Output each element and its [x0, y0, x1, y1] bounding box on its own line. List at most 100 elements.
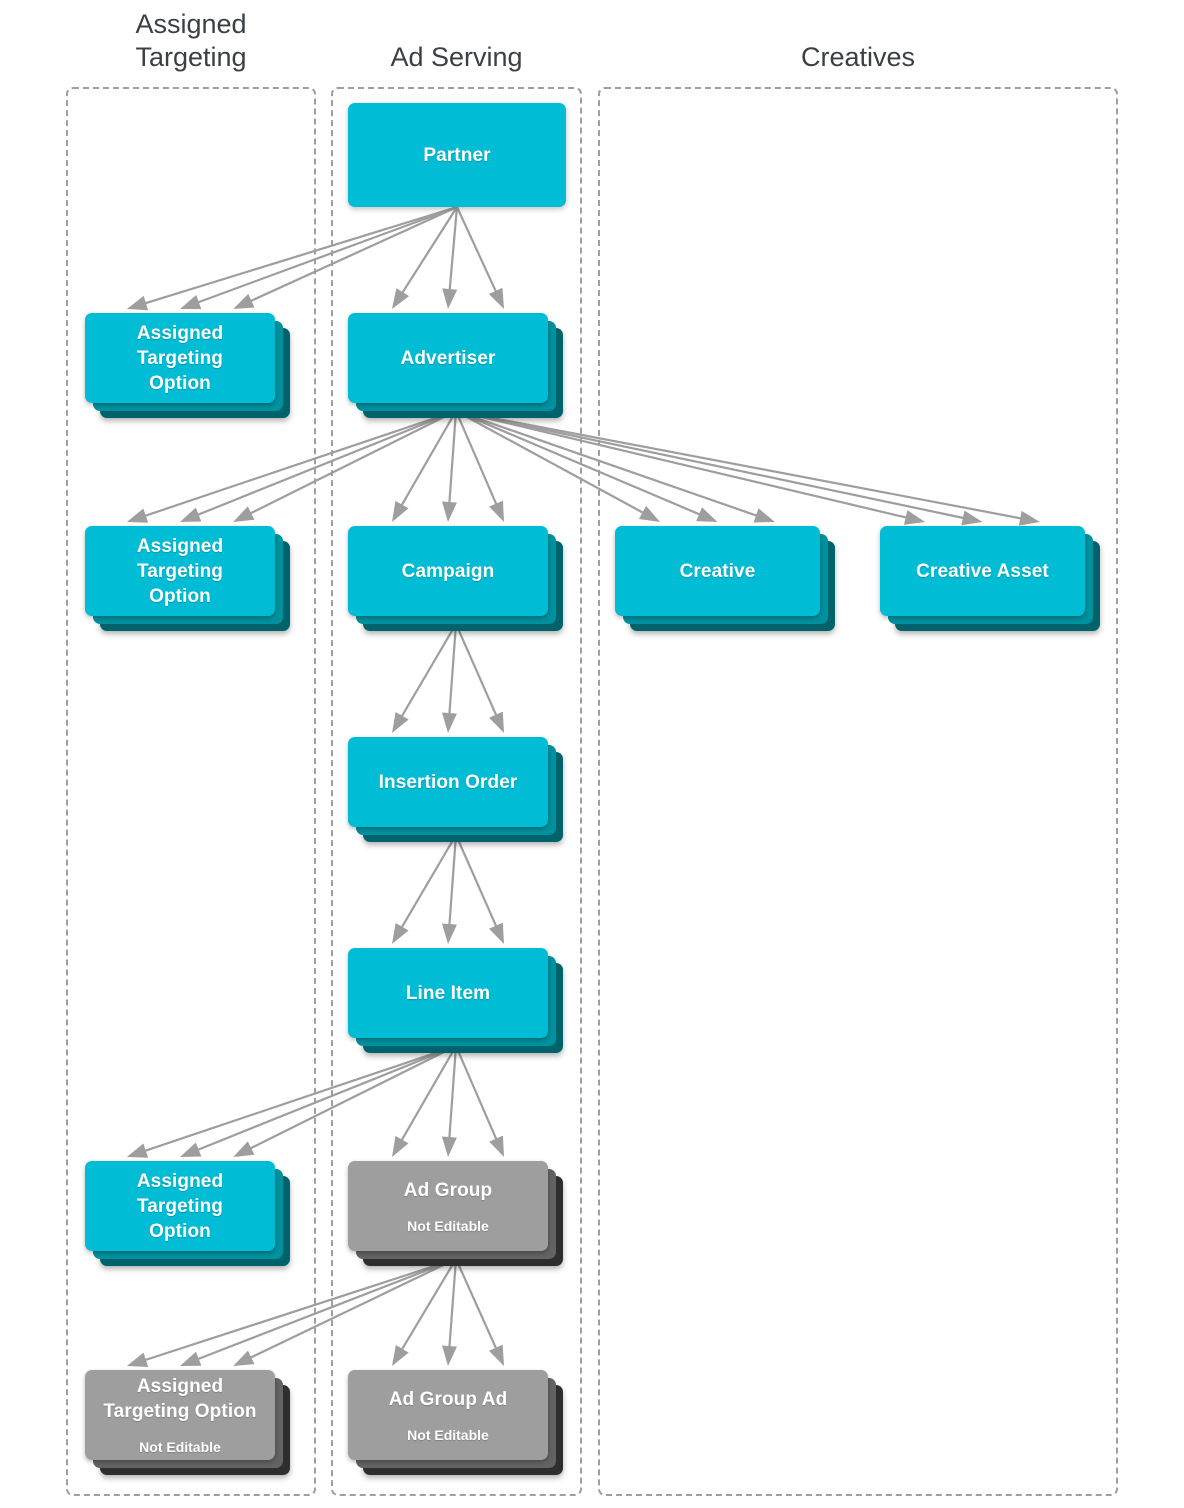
edge-line	[455, 409, 1024, 520]
edge-arrowhead-icon	[126, 1143, 149, 1158]
node-campaign[interactable]: Campaign	[348, 526, 563, 631]
edge-arrowhead-icon	[903, 510, 926, 525]
node-card-line-item[interactable]: Line Item	[348, 948, 548, 1038]
edge-line	[247, 410, 457, 516]
edge-line	[448, 1258, 458, 1350]
edge-line	[455, 409, 967, 520]
node-insertion-order[interactable]: Insertion Order	[348, 737, 563, 842]
edge-line-item-to-ad-group	[392, 1045, 504, 1157]
column-title-creatives: Creatives	[800, 42, 916, 72]
edge-line	[195, 409, 457, 517]
node-badge-not-editable-ato-adgroup: Not Editable	[139, 1439, 221, 1455]
edge-partner-to-ato-partner	[126, 205, 458, 311]
node-card-creative[interactable]: Creative	[615, 526, 820, 616]
edge-arrowhead-icon	[392, 1135, 409, 1157]
edge-line	[195, 1257, 457, 1361]
edge-line	[456, 206, 498, 295]
edge-arrowhead-icon	[392, 711, 409, 733]
node-card-partner[interactable]: Partner	[348, 103, 566, 207]
edge-campaign-to-insertion-order	[392, 623, 504, 733]
node-card-creative-asset[interactable]: Creative Asset	[880, 526, 1085, 616]
node-label-ad-group-ad: Ad Group Ad	[388, 1388, 508, 1410]
edge-line	[448, 206, 459, 293]
group-box-creatives	[598, 87, 1118, 1496]
node-ad-group-ad[interactable]: Ad Group Ad Not Editable	[348, 1370, 563, 1475]
node-label-ato-partner: Assigned Targeting Option	[136, 322, 224, 394]
node-badge-not-editable-ad-group-ad: Not Editable	[407, 1426, 489, 1443]
edge-arrowhead-icon	[441, 712, 457, 733]
edge-line	[399, 1045, 457, 1143]
edge-arrowhead-icon	[126, 295, 149, 311]
edge-insertion-order-to-line-item	[392, 834, 504, 944]
edge-line	[399, 1258, 457, 1352]
node-ato-advertiser[interactable]: Assigned Targeting Option	[85, 526, 290, 631]
node-label-ato-advertiser: Assigned Targeting Option	[136, 535, 224, 607]
edge-arrowhead-icon	[753, 508, 775, 523]
edge-line	[448, 410, 458, 506]
node-label-campaign: Campaign	[401, 560, 495, 582]
node-partner[interactable]: Partner	[348, 103, 566, 207]
node-ato-partner[interactable]: Assigned Targeting Option	[85, 313, 290, 418]
edge-arrowhead-icon	[638, 505, 661, 522]
edge-line-item-to-ato-lineitem	[126, 1044, 457, 1158]
edge-arrowhead-icon	[441, 923, 457, 944]
edge-arrowhead-icon	[180, 507, 202, 522]
node-card-ato-partner[interactable]: Assigned Targeting Option	[85, 313, 275, 403]
group-box-ad-serving	[331, 87, 582, 1496]
edge-line	[399, 410, 457, 508]
edge-arrowhead-icon	[233, 1141, 255, 1157]
edge-arrowhead-icon	[180, 1142, 202, 1157]
edge-line	[455, 409, 909, 520]
node-ato-lineitem[interactable]: Assigned Targeting Option	[85, 1161, 290, 1266]
node-card-insertion-order[interactable]: Insertion Order	[348, 737, 548, 827]
edge-line	[142, 205, 458, 306]
edge-line	[448, 1045, 458, 1141]
edge-line	[448, 834, 458, 928]
edge-line	[195, 1044, 457, 1152]
edge-arrowhead-icon	[233, 506, 255, 522]
edge-arrowhead-icon	[488, 287, 504, 309]
node-label-ad-group: Ad Group	[403, 1179, 493, 1201]
edge-arrowhead-icon	[489, 500, 504, 522]
edge-line	[142, 409, 457, 518]
edge-arrowhead-icon	[961, 510, 983, 526]
edge-arrowhead-icon	[441, 1136, 457, 1157]
edge-line	[399, 623, 457, 719]
node-card-advertiser[interactable]: Advertiser	[348, 313, 548, 403]
edge-line	[455, 410, 646, 515]
edge-line	[195, 205, 458, 305]
edge-line	[455, 409, 760, 518]
edge-arrowhead-icon	[489, 922, 504, 944]
edge-advertiser-to-creative	[455, 409, 775, 523]
node-card-ato-lineitem[interactable]: Assigned Targeting Option	[85, 1161, 275, 1251]
node-label-creative-asset: Creative Asset	[916, 560, 1049, 582]
edge-arrowhead-icon	[696, 507, 718, 522]
edge-advertiser-to-creative-asset	[455, 409, 1040, 526]
node-label-advertiser: Advertiser	[400, 347, 496, 369]
node-line-item[interactable]: Line Item	[348, 948, 563, 1053]
edge-partner-to-advertiser	[392, 206, 504, 309]
edge-ad-group-to-ad-group-ad	[392, 1258, 504, 1366]
edge-arrowhead-icon	[489, 1135, 504, 1157]
node-creative-asset[interactable]: Creative Asset	[880, 526, 1100, 631]
edge-arrowhead-icon	[488, 1344, 504, 1366]
edge-line	[247, 1045, 457, 1151]
node-card-campaign[interactable]: Campaign	[348, 526, 548, 616]
node-advertiser[interactable]: Advertiser	[348, 313, 563, 418]
edge-arrowhead-icon	[1018, 510, 1040, 526]
group-box-assigned-targeting	[66, 87, 316, 1496]
node-creative[interactable]: Creative	[615, 526, 835, 631]
node-card-ad-group-ad[interactable]: Ad Group Ad Not Editable	[348, 1370, 548, 1460]
edge-line	[142, 1044, 457, 1153]
node-label-insertion-order: Insertion Order	[378, 771, 518, 793]
node-label-ato-lineitem: Assigned Targeting Option	[136, 1170, 224, 1242]
edge-line	[454, 410, 499, 507]
node-card-ato-advertiser[interactable]: Assigned Targeting Option	[85, 526, 275, 616]
edge-line	[248, 205, 458, 303]
